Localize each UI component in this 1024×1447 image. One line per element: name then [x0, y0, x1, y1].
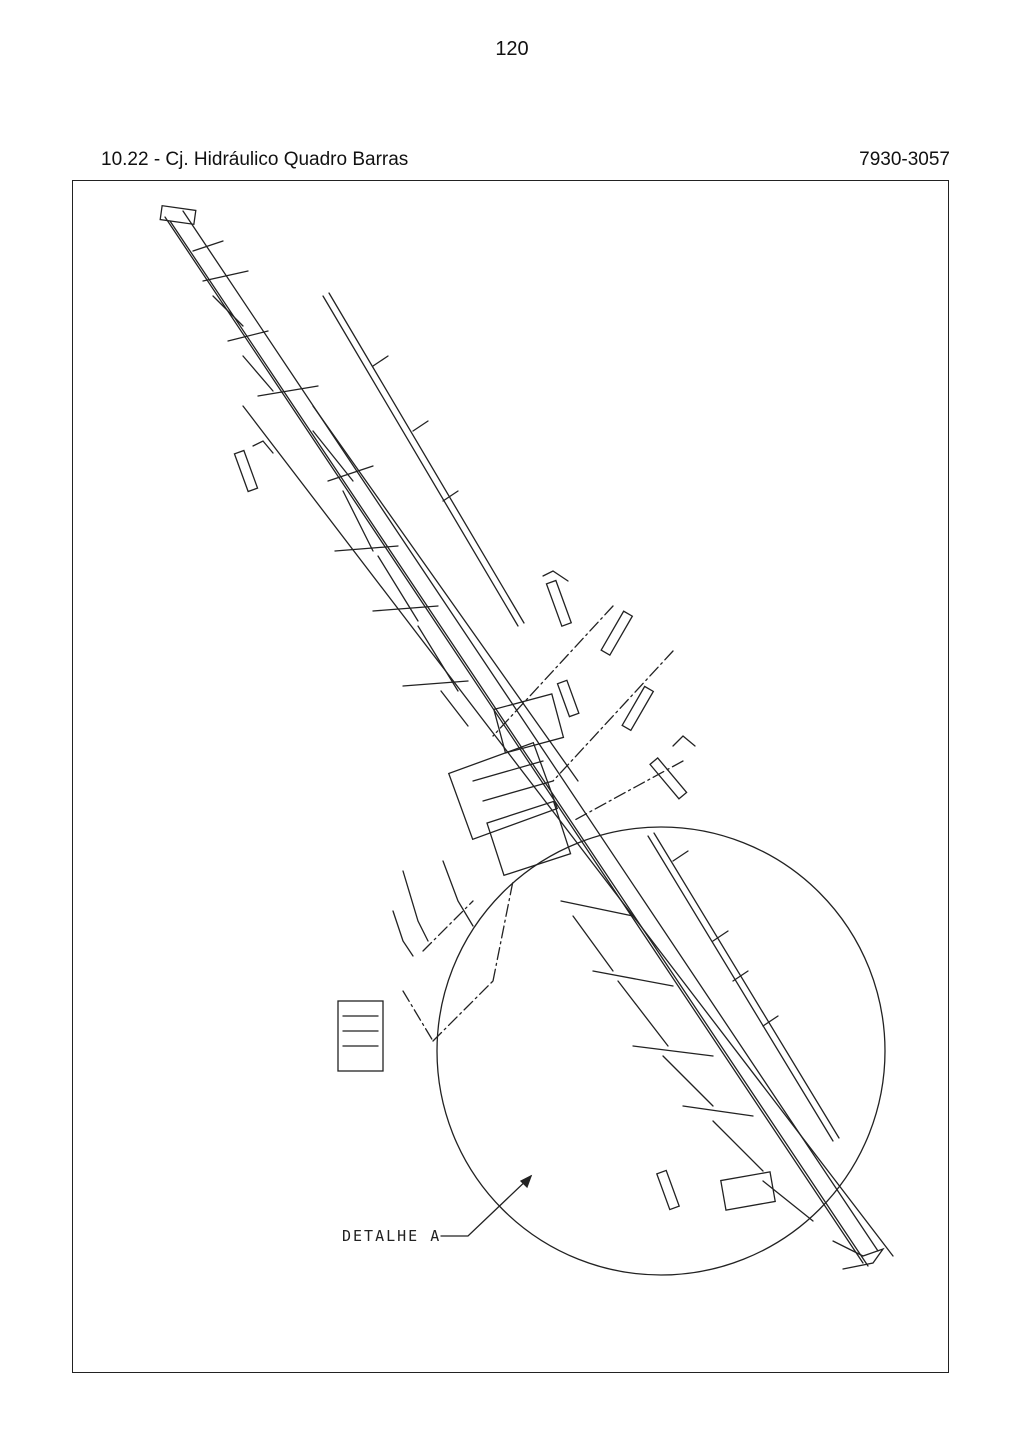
page-number: 120 [495, 38, 529, 60]
exploded-view-drawing: DETALHE A [72, 180, 949, 1373]
part-code: 7930-3057 [859, 149, 950, 170]
section-title: 10.22 - Cj. Hidráulico Quadro Barras [101, 149, 409, 170]
boom-frame-illustration [159, 204, 894, 1276]
detail-a-label: DETALHE A [342, 1227, 442, 1245]
